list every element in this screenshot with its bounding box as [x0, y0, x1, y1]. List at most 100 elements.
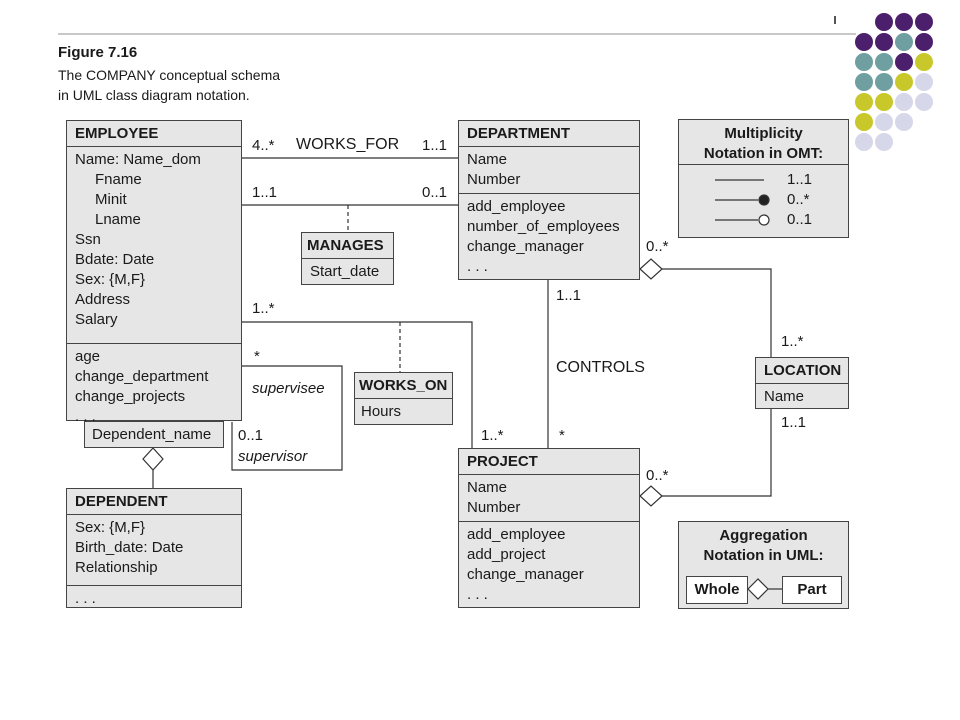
dept-aggregation-diamond: [639, 258, 663, 280]
supervisor-mult: 0..1: [238, 427, 264, 444]
operation: change_manager: [467, 566, 584, 583]
operation: change_department: [75, 368, 209, 385]
attribute: Ssn: [75, 231, 101, 248]
attribute: Bdate: Date: [75, 251, 155, 268]
decorative-dot: [875, 133, 893, 151]
decorative-dot: [915, 53, 933, 71]
employee-operations: age change_department change_projects . …: [67, 344, 241, 430]
operation: . . .: [75, 590, 96, 607]
manages-attributes: Start_date: [302, 259, 393, 285]
omt-item: 0..*: [787, 191, 810, 208]
decorative-dot: [855, 33, 873, 51]
dept-location-loc-mult: 1..*: [781, 333, 804, 350]
omt-hollow-dot: [758, 214, 770, 226]
operation: change_manager: [467, 238, 584, 255]
project-attributes: Name Number: [459, 475, 639, 522]
controls-proj-mult: *: [559, 427, 565, 444]
employee-class[interactable]: EMPLOYEE Name: Name_dom Fname Minit Lnam…: [66, 120, 242, 425]
decorative-dot: [875, 113, 893, 131]
operation: number_of_employees: [467, 218, 620, 235]
part-box: Part: [782, 576, 842, 604]
works-on-line: [242, 321, 473, 448]
department-attributes: Name Number: [459, 147, 639, 194]
decorative-dot: [855, 113, 873, 131]
attribute: Relationship: [75, 559, 158, 576]
caption-line: The COMPANY conceptual schema: [58, 67, 281, 83]
decorative-dot: [895, 73, 913, 91]
proj-location-loc-mult: 1..1: [781, 414, 807, 431]
attribute: Start_date: [310, 263, 380, 280]
project-class[interactable]: PROJECT Name Number add_employee add_pro…: [458, 448, 640, 608]
attribute: Fname: [95, 171, 142, 188]
whole-box: Whole: [686, 576, 748, 604]
decorative-dot: [875, 93, 893, 111]
controls-dept-mult: 1..1: [556, 287, 582, 304]
dept-location-line: [662, 268, 772, 358]
department-operations: add_employee number_of_employees change_…: [459, 194, 639, 280]
decorative-dot: [895, 33, 913, 51]
dept-location-dept-mult: 0..*: [646, 238, 669, 255]
operation: . . .: [75, 408, 96, 425]
omt-item: 1..1: [787, 171, 813, 188]
attribute: Birth_date: Date: [75, 539, 184, 556]
decorative-dot: [855, 53, 873, 71]
works-on-proj-mult: 1..*: [481, 427, 504, 444]
figure-caption: The COMPANY conceptual schema in UML cla…: [58, 65, 280, 105]
supervision-line: [231, 365, 343, 471]
dependent-class-name: DEPENDENT: [67, 489, 241, 515]
dependent-class[interactable]: DEPENDENT Sex: {M,F} Birth_date: Date Re…: [66, 488, 242, 608]
dependent-attributes: Sex: {M,F} Birth_date: Date Relationship: [67, 515, 241, 586]
dependent-operations: . . .: [67, 586, 241, 612]
location-class[interactable]: LOCATION Name: [755, 357, 849, 409]
works-on-attributes: Hours: [355, 399, 452, 425]
legend-title-line: Aggregation: [719, 527, 808, 544]
manages-class[interactable]: MANAGES Start_date: [301, 232, 394, 285]
works-for-emp-mult: 4..*: [252, 137, 275, 154]
legend-title: Multiplicity Notation in OMT:: [679, 120, 848, 165]
supervisee-mult: *: [254, 348, 260, 365]
location-class-name: LOCATION: [756, 358, 848, 384]
works-on-class-name: WORKS_ON: [355, 373, 452, 399]
decorative-dot: [895, 113, 913, 131]
operation: add_employee: [467, 526, 566, 543]
attribute: Minit: [95, 191, 127, 208]
operation: . . .: [467, 586, 488, 603]
qualifier-label: Dependent_name: [92, 426, 212, 443]
attribute: Number: [467, 171, 521, 188]
department-class[interactable]: DEPARTMENT Name Number add_employee numb…: [458, 120, 640, 280]
decorative-dot: [855, 133, 873, 151]
attribute: Hours: [361, 403, 402, 420]
works-on-class[interactable]: WORKS_ON Hours: [354, 372, 453, 425]
decorative-dot: [895, 53, 913, 71]
supervisee-role: supervisee: [252, 380, 325, 397]
decorative-dot: [875, 13, 893, 31]
attribute: Salary: [75, 311, 118, 328]
decorative-dot: [875, 53, 893, 71]
dependent-aggregation-diamond: [142, 447, 164, 471]
works-for-dept-mult: 1..1: [422, 137, 448, 154]
decorative-dot: [915, 13, 933, 31]
controls-label: CONTROLS: [556, 359, 645, 376]
attribute: Number: [467, 499, 521, 516]
operation: age: [75, 348, 101, 365]
attribute: Name: [467, 479, 508, 496]
dependent-name-qualifier[interactable]: Dependent_name: [84, 421, 224, 448]
proj-aggregation-diamond: [639, 485, 663, 507]
top-rule: [58, 33, 856, 35]
decorative-dot: [855, 73, 873, 91]
top-tick: [834, 16, 836, 24]
attribute: Name: [467, 151, 508, 168]
manages-class-name: MANAGES: [302, 233, 393, 259]
caption-line: in UML class diagram notation.: [58, 87, 250, 103]
project-class-name: PROJECT: [459, 449, 639, 475]
legend-title-line: Notation in OMT:: [703, 145, 824, 162]
operation: . . .: [467, 258, 488, 275]
omt-filled-dot: [758, 194, 770, 206]
attribute: Name: [764, 388, 805, 405]
proj-location-line: [662, 409, 772, 497]
decorative-dot: [875, 33, 893, 51]
decorative-dot: [895, 13, 913, 31]
attribute: Sex: {M,F}: [75, 271, 146, 288]
decorative-dot: [915, 93, 933, 111]
